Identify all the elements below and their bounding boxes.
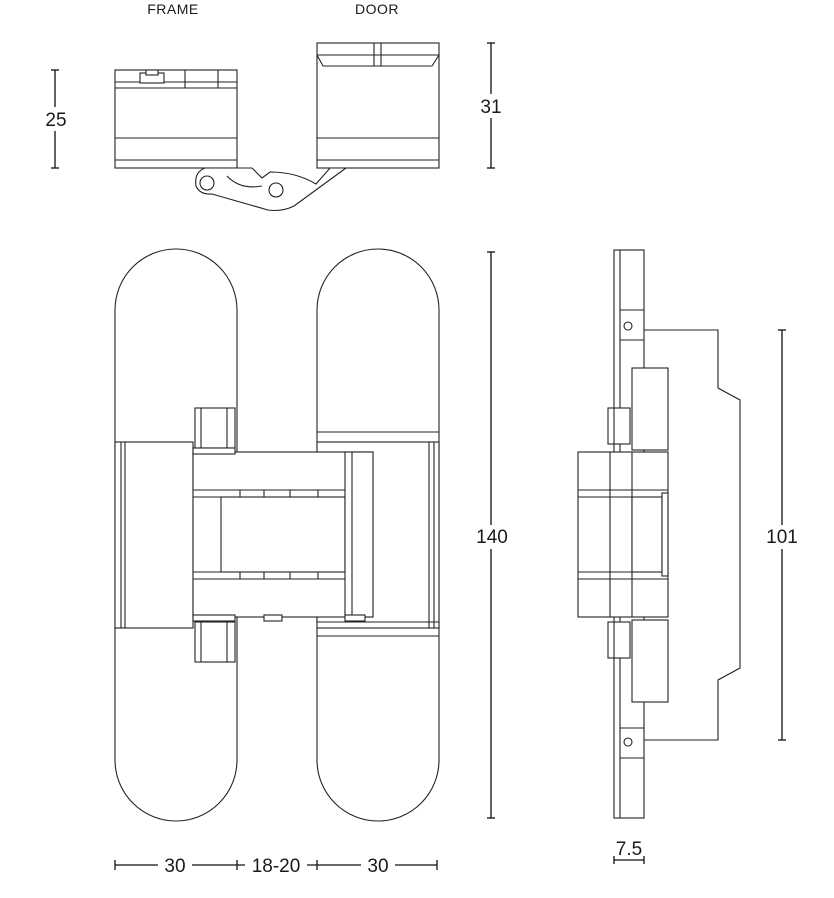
dim-101-label: 101 <box>766 527 798 548</box>
dim-140-label: 140 <box>476 527 508 548</box>
dim-top-frame-height: 25 <box>42 69 68 169</box>
dim-total-height: 140 <box>474 251 510 819</box>
dim-top-door-height: 31 <box>478 42 504 169</box>
dim-side-depth: 7.5 <box>613 839 645 864</box>
top-door-block <box>316 42 440 169</box>
frame-label: FRAME <box>147 1 199 17</box>
top-frame-block <box>114 69 238 169</box>
dim-bottom-widths: 30 18-20 30 <box>114 853 438 877</box>
top-view: FRAME DOOR <box>42 1 504 212</box>
dim-body-height: 101 <box>764 329 802 741</box>
dim-gap-label: 18-20 <box>252 856 301 877</box>
door-label: DOOR <box>355 1 399 17</box>
front-view: 140 30 18-20 30 <box>114 248 510 877</box>
side-view: 101 7.5 <box>577 249 802 864</box>
dim-25-label: 25 <box>45 110 66 131</box>
dim-31-label: 31 <box>480 97 501 118</box>
dim-frame-width-label: 30 <box>164 856 185 877</box>
top-linkage-arm <box>195 167 348 212</box>
front-mechanism <box>192 447 374 622</box>
dim-door-width-label: 30 <box>367 856 388 877</box>
dim-7-5-label: 7.5 <box>616 839 642 860</box>
